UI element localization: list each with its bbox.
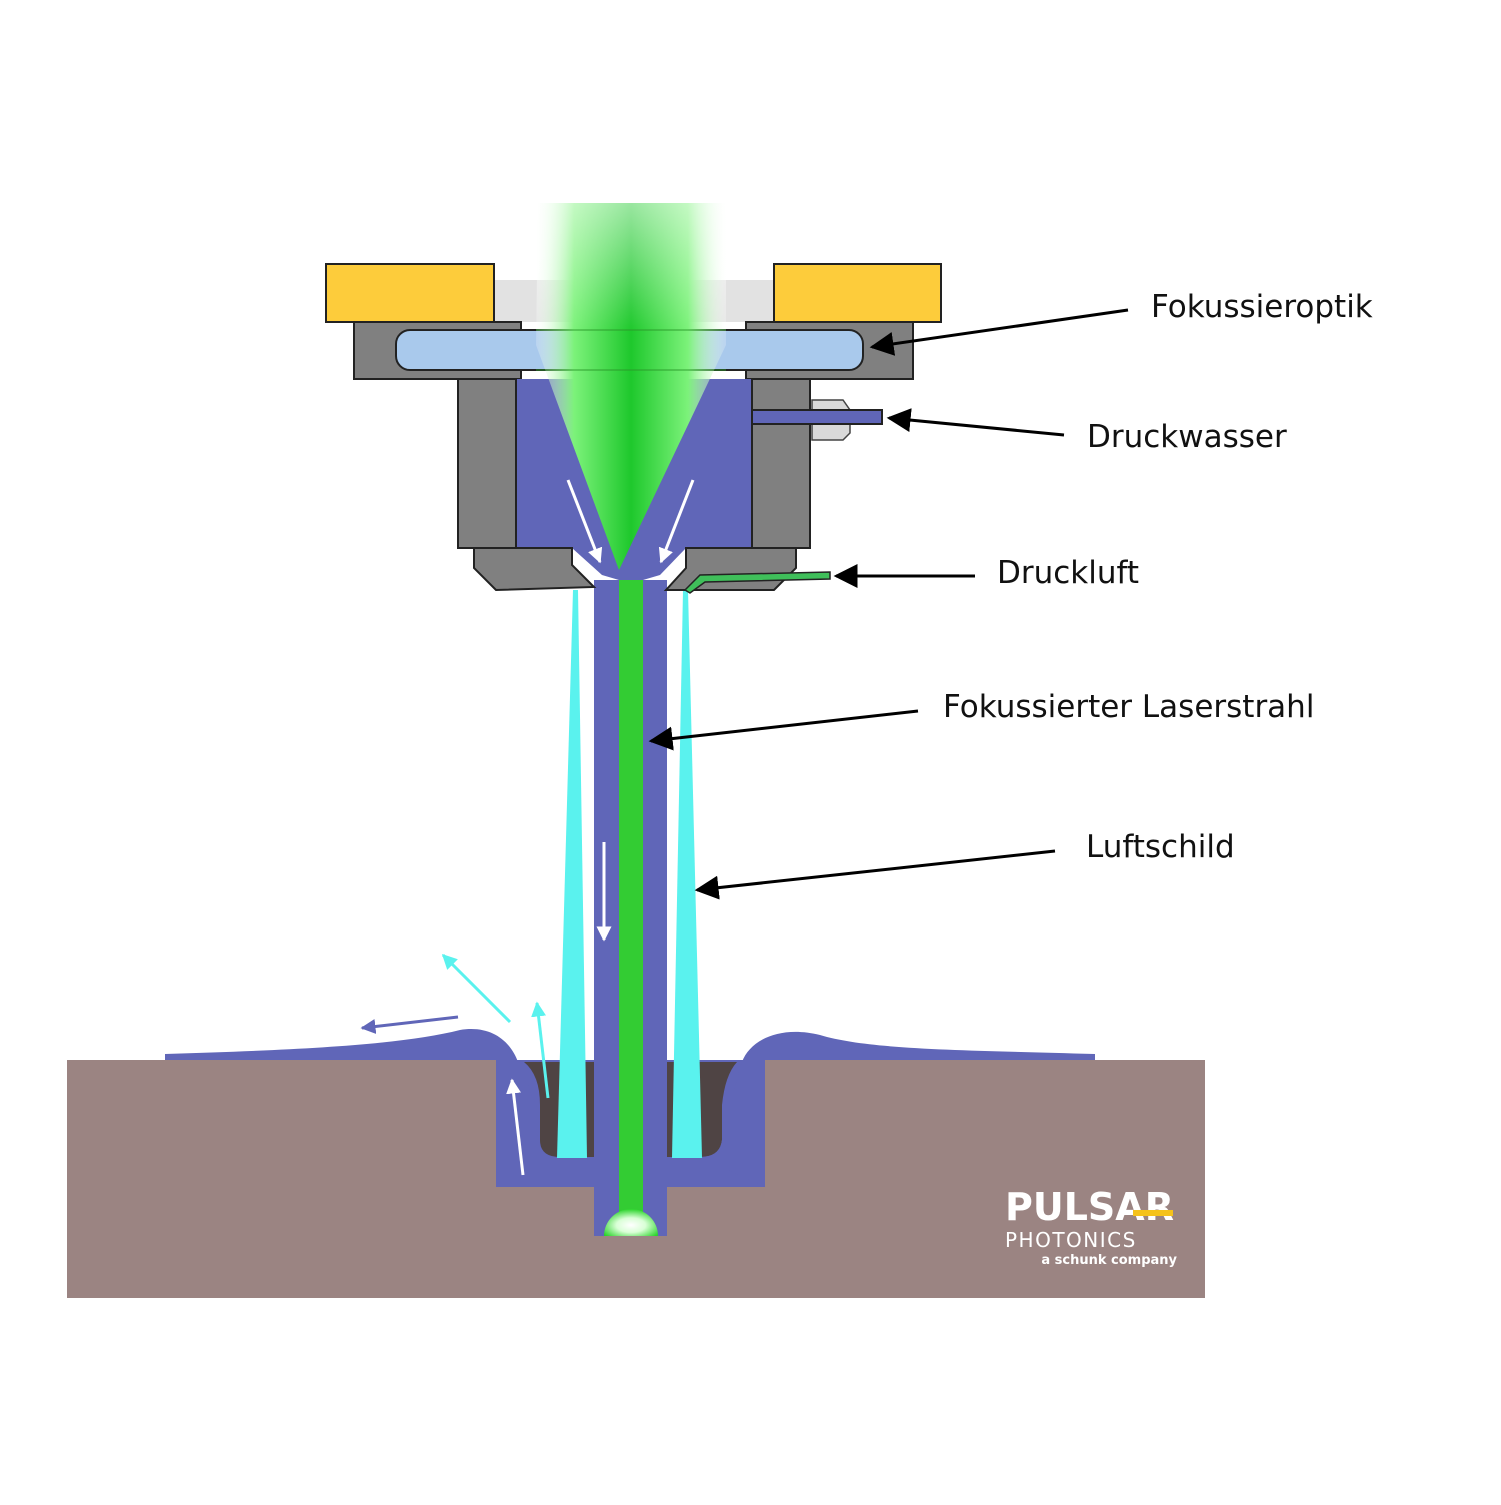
leader-lines [648, 308, 1129, 900]
air-shield-right [672, 590, 702, 1158]
logo-main-text: PULSAR [1005, 1185, 1174, 1229]
laser-beam-focused [619, 570, 643, 1230]
flow-arrow-film [360, 1015, 459, 1034]
leader-luftschild [694, 849, 1056, 900]
leader-druckwasser [886, 408, 1065, 437]
label-focusing-optics: Fokussieroptik [1151, 289, 1373, 325]
laser-spot [604, 1209, 658, 1236]
laser-cone-highlight [536, 203, 726, 570]
flow-arrows-water [506, 479, 695, 1176]
air-shield-left [557, 590, 587, 1158]
company-logo: PULSAR PHOTONICS a schunk company [1005, 1188, 1185, 1267]
label-compressed-air: Druckluft [997, 555, 1140, 591]
water-film-right-edge [700, 1060, 765, 1187]
label-focused-laser-beam: Fokussierter Laserstrahl [943, 689, 1315, 725]
leader-laserstrahl [648, 709, 919, 751]
logo-accent-bar [1133, 1210, 1173, 1216]
label-air-shield: Luftschild [1086, 829, 1235, 865]
logo-tagline: a schunk company [1041, 1253, 1177, 1268]
label-pressurized-water: Druckwasser [1087, 419, 1287, 455]
flow-arrows-air [441, 953, 550, 1099]
leader-fokussieroptik [869, 308, 1129, 356]
logo-sub-text: PHOTONICS [1005, 1228, 1137, 1252]
